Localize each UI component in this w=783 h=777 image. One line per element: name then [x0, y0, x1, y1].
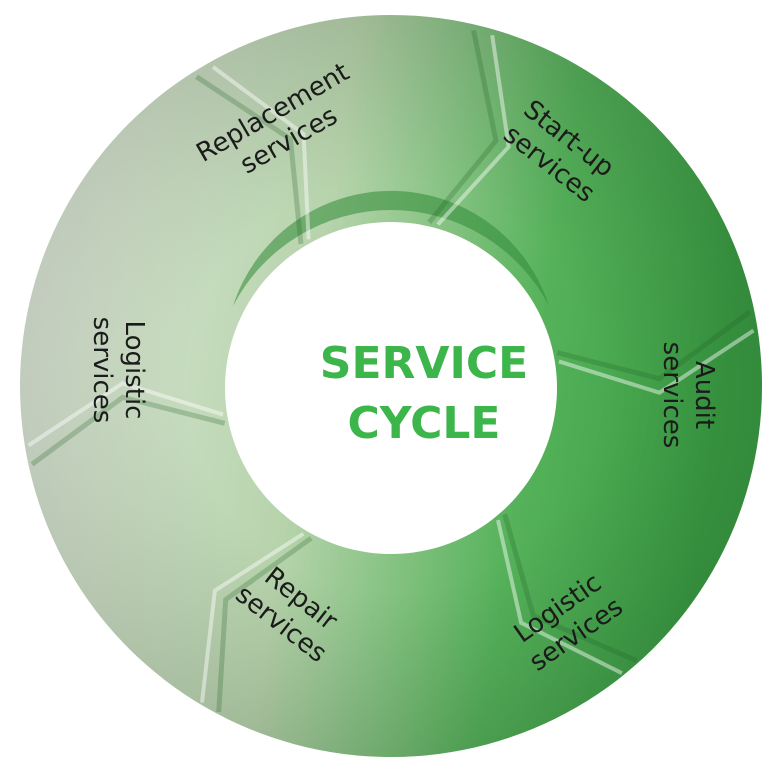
- center-title: SERVICE CYCLE: [320, 338, 528, 449]
- boundary-logistic-repair: [199, 532, 305, 703]
- cycle-ring-shading: [20, 15, 763, 757]
- logistic-left-label-line1: Logistic: [119, 321, 149, 420]
- boundary-audit-logistic-shadow: [502, 513, 638, 664]
- audit-services-label: Audit services: [657, 342, 719, 449]
- logistic-left-label-line2: services: [87, 317, 117, 424]
- center-title-line2: CYCLE: [348, 398, 501, 449]
- boundary-replacement-startup: [436, 34, 511, 226]
- boundary-logistic-repair-shadow: [216, 536, 313, 713]
- center-title-line1: SERVICE: [320, 338, 528, 389]
- segment-boundaries: [27, 29, 755, 713]
- boundary-audit-logistic: [496, 519, 623, 676]
- boundary-repair-logistic: [27, 381, 224, 448]
- inner-rim-shadow: [233, 190, 549, 306]
- audit-label-line2: services: [657, 342, 687, 449]
- boundary-logistic-replacement-shadow: [195, 74, 304, 245]
- boundary-startup-audit: [558, 328, 755, 395]
- boundary-replacement-startup-shadow: [427, 29, 499, 224]
- audit-label-line1: Audit: [689, 361, 719, 429]
- boundary-repair-logistic-shadow: [30, 394, 226, 467]
- logistic-services-left-label: Logistic services: [87, 317, 149, 424]
- boundary-startup-audit-shadow: [556, 309, 752, 382]
- boundary-logistic-replacement: [211, 65, 311, 240]
